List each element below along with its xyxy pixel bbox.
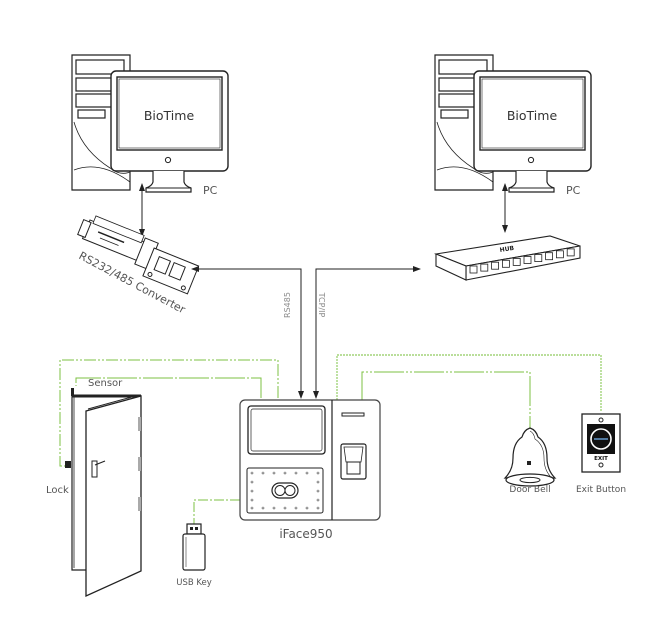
hub-port [469, 265, 478, 274]
camera-icon [271, 482, 299, 499]
hub-port [523, 256, 532, 264]
door-bell-icon [503, 427, 557, 487]
hub-ports [469, 248, 575, 274]
hub-port [545, 252, 553, 261]
hub-port [480, 263, 489, 272]
door-bell-wire [361, 371, 531, 428]
lock-wire [59, 359, 279, 467]
speaker-dot [316, 506, 320, 510]
pc-right-label: PC [566, 184, 581, 197]
monitor-icon [110, 70, 229, 193]
pc-right: BioTime PC [434, 54, 592, 197]
pc-left-screen-text: BioTime [144, 108, 195, 123]
usb-wire [193, 499, 240, 528]
device-label: iFace950 [279, 527, 332, 541]
speaker-dots [250, 471, 320, 510]
iface950-device [239, 399, 381, 521]
hub-port [534, 254, 543, 263]
speaker-dot [272, 506, 276, 510]
speaker-dot [250, 498, 254, 502]
speaker-dot [305, 471, 309, 475]
lock-icon [65, 461, 71, 468]
fingerprint-sensor-icon [340, 443, 367, 480]
rs485-link [191, 266, 302, 398]
speaker-dot [316, 498, 320, 502]
hub-port [566, 248, 575, 257]
speaker-dot [305, 506, 309, 510]
card-slot [341, 412, 365, 417]
pc-left: BioTime PC [71, 54, 229, 197]
sensor-wire [75, 377, 262, 398]
exit-button-label: Exit Button [576, 485, 626, 495]
speaker-dot [316, 471, 320, 475]
speaker-dot [294, 471, 298, 475]
speaker-dot [272, 471, 276, 475]
speaker-dot [283, 506, 287, 510]
door-bell-label: Door Bell [509, 485, 550, 495]
hub-port [501, 259, 510, 268]
hub-port [491, 261, 500, 270]
exit-plate-text: EXIT [594, 456, 608, 462]
speaker-dot [316, 480, 320, 484]
hub-port [512, 257, 521, 266]
converter-icon [77, 215, 200, 295]
speaker-dot [250, 489, 254, 493]
speaker-dot [250, 480, 254, 484]
speaker-dot [294, 506, 298, 510]
pc-right-screen-text: BioTime [507, 108, 558, 123]
speaker-dot [316, 489, 320, 493]
rs485-label: RS485 [283, 292, 292, 318]
monitor-icon [473, 70, 592, 193]
hub-port [556, 250, 564, 259]
tcpip-link [315, 268, 420, 398]
door-icon [65, 388, 142, 598]
tcpip-label: TCP/IP [317, 292, 326, 318]
usb-key-label: USB Key [176, 578, 212, 588]
hub-icon: HUB [433, 235, 581, 281]
exit-button-wire [336, 354, 602, 412]
pc-left-label: PC [203, 184, 218, 197]
exit-button-icon: EXIT [581, 413, 621, 473]
sensor-label: Sensor [88, 378, 123, 389]
usb-key-icon [182, 523, 206, 571]
lock-label: Lock [46, 485, 69, 496]
speaker-dot [250, 471, 254, 475]
green-wires [59, 354, 602, 528]
speaker-dot [283, 471, 287, 475]
speaker-dot [261, 471, 265, 475]
speaker-dot [250, 506, 254, 510]
hub-label: HUB [499, 245, 515, 254]
speaker-dot [261, 506, 265, 510]
